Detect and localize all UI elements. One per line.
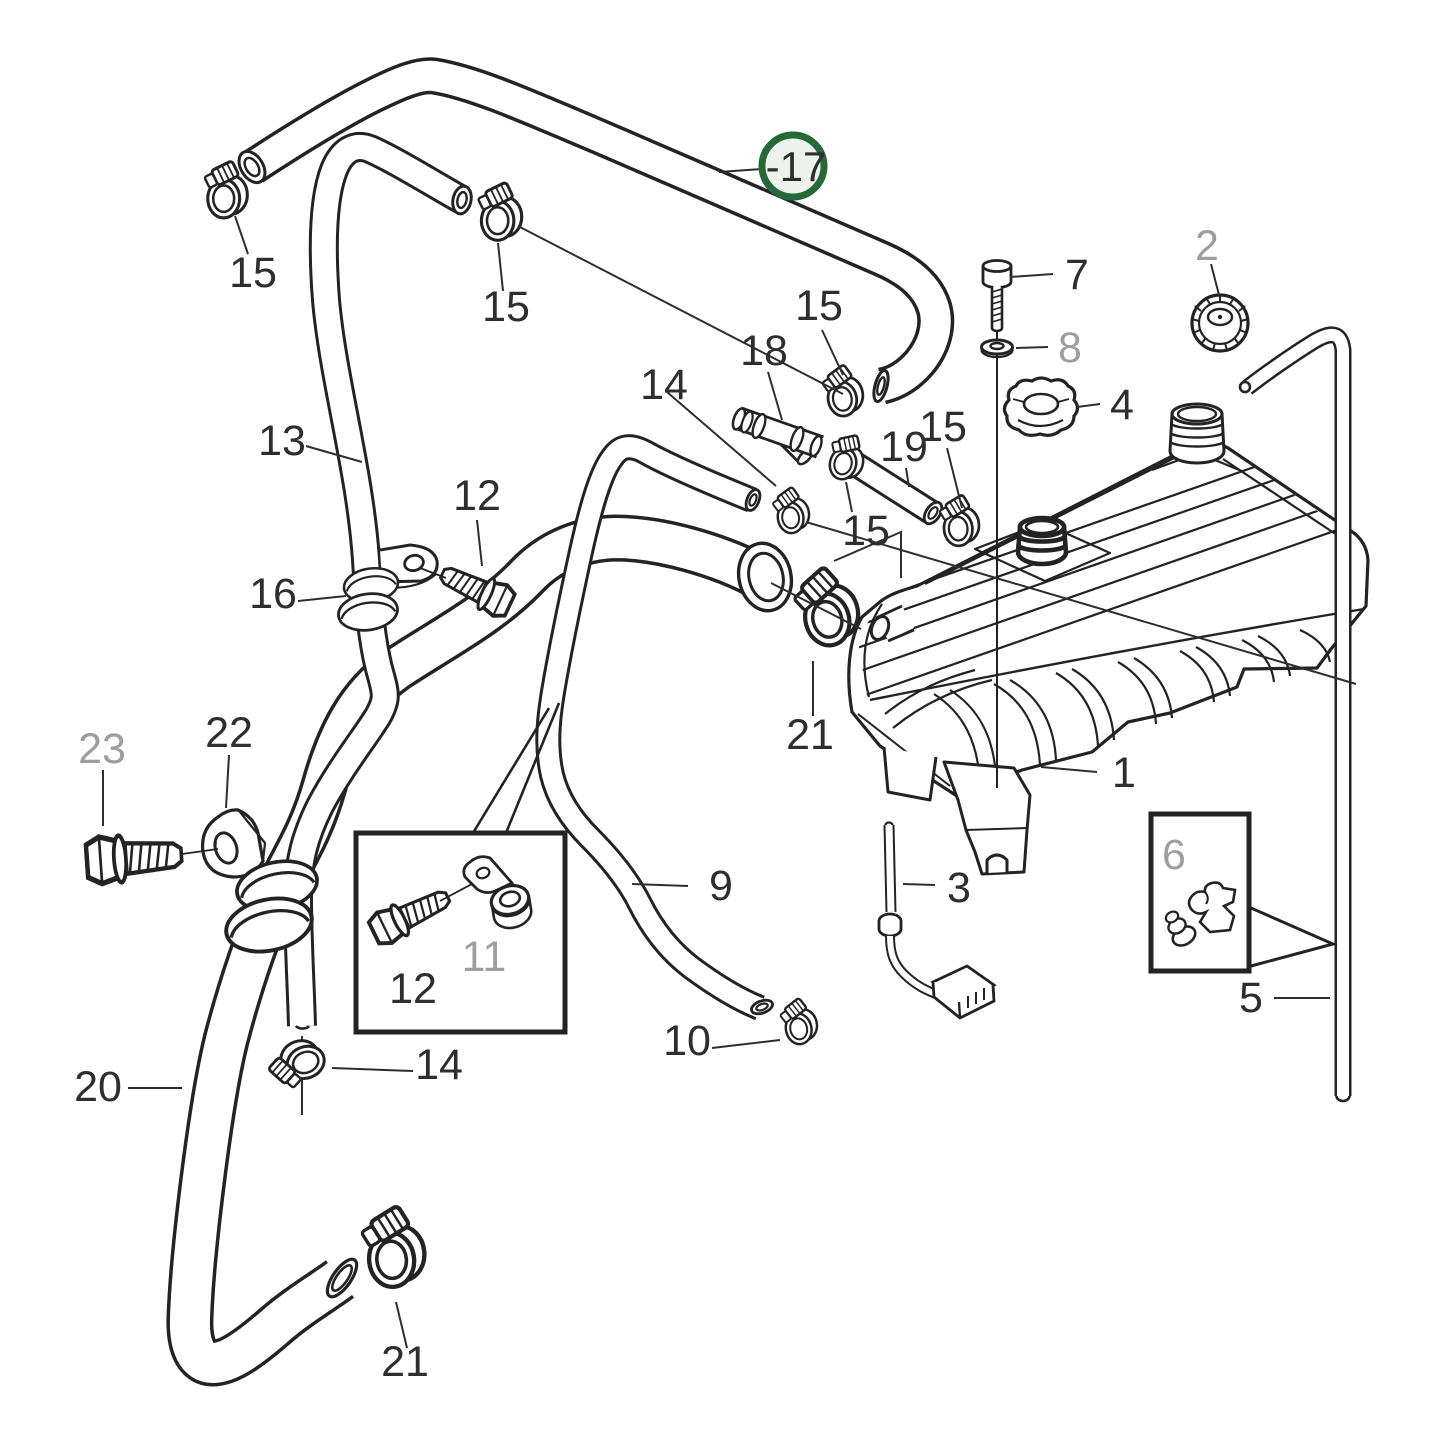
- svg-text:5: 5: [1239, 974, 1263, 1022]
- svg-text:4: 4: [1110, 381, 1134, 429]
- svg-text:19: 19: [880, 423, 928, 471]
- svg-text:21: 21: [786, 711, 834, 759]
- svg-text:3: 3: [947, 864, 971, 912]
- svg-text:12: 12: [453, 472, 501, 520]
- svg-text:6: 6: [1162, 831, 1186, 879]
- svg-text:22: 22: [205, 709, 253, 757]
- svg-text:15: 15: [795, 282, 843, 330]
- svg-text:8: 8: [1058, 324, 1082, 372]
- svg-text:2: 2: [1195, 222, 1219, 270]
- svg-text:15: 15: [482, 283, 530, 331]
- svg-text:1: 1: [1112, 749, 1136, 797]
- svg-text:14: 14: [415, 1041, 463, 1089]
- svg-text:15: 15: [229, 249, 277, 297]
- svg-text:11: 11: [462, 933, 507, 981]
- svg-text:13: 13: [258, 417, 306, 465]
- svg-text:20: 20: [74, 1063, 122, 1111]
- svg-text:23: 23: [78, 725, 126, 773]
- svg-text:16: 16: [249, 570, 297, 618]
- svg-text:9: 9: [709, 862, 733, 910]
- svg-text:7: 7: [1065, 251, 1089, 299]
- svg-text:15: 15: [919, 403, 967, 451]
- svg-text:-17: -17: [766, 143, 827, 190]
- svg-text:15: 15: [842, 507, 890, 555]
- svg-text:21: 21: [381, 1338, 429, 1386]
- svg-text:18: 18: [740, 327, 788, 375]
- svg-text:10: 10: [663, 1017, 711, 1065]
- svg-text:14: 14: [640, 361, 688, 409]
- svg-text:12: 12: [389, 965, 437, 1013]
